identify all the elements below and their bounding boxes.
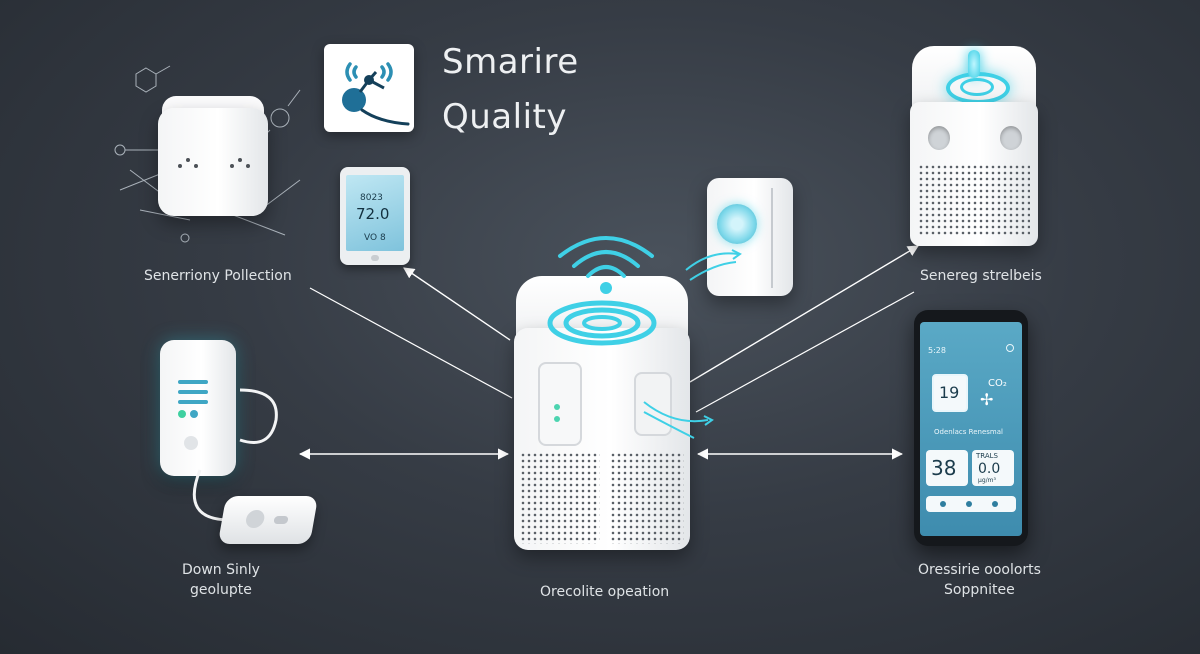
vent-dot — [194, 164, 198, 168]
phone-nav-dot — [940, 501, 946, 507]
phone-tile-trals-unit: µg/m³ — [978, 477, 996, 484]
station-glow-dot — [968, 50, 980, 78]
station-sensor-right — [1000, 126, 1022, 150]
tablet-reading-code: 8023 — [360, 193, 383, 203]
station-glow-ring-inner — [960, 78, 994, 96]
plug-body — [160, 340, 236, 476]
label-app-support-line1: Oressirie ooolorts — [918, 562, 1041, 578]
line-to-phone — [695, 291, 915, 413]
purifier-display-panel — [538, 362, 582, 446]
phone-tile-aqi-value: 19 — [939, 383, 960, 402]
phone-bottom-bar — [926, 496, 1016, 512]
label-sensor-collection: Senerriony Pollection — [144, 268, 292, 284]
purifier-led-1 — [554, 404, 560, 410]
wall-sensor-lens — [717, 204, 757, 244]
smartphone: 5:28 19 CO₂ ✢ Odenlacs Renesmal 38 TRALS… — [914, 310, 1028, 546]
phone-tile-pm: 38 — [926, 450, 968, 486]
page-title: Smarire — [442, 42, 579, 82]
tablet-device: 8023 72.0 VO 8 — [340, 167, 410, 265]
arrow-to-tablet — [403, 267, 511, 341]
vent-dot — [178, 164, 182, 168]
vent-dot — [246, 164, 250, 168]
label-sensor-stations: Senereg strelbeis — [920, 268, 1042, 284]
purifier-airflow-icon — [643, 401, 714, 439]
wall-sensor-seam — [771, 188, 773, 288]
vent-dot — [186, 158, 190, 162]
plug-bar-2 — [178, 390, 208, 394]
air-sensor-logo-icon — [342, 62, 410, 126]
plug-button — [184, 436, 198, 450]
plug-bar-1 — [178, 380, 208, 384]
wifi-signal-icon — [558, 236, 654, 294]
plug-led-1 — [178, 410, 186, 418]
plug-bar-3 — [178, 400, 208, 404]
phone-tile-aqi: 19 — [932, 374, 968, 412]
station-grille — [918, 164, 1030, 236]
phone-tile-trals-title: TRALS — [976, 452, 998, 460]
phone-co2-label: CO₂ — [988, 378, 1007, 389]
cable-graphic — [192, 388, 278, 522]
airflow-icon — [685, 249, 742, 281]
phone-nav-dot — [966, 501, 972, 507]
label-app-support-line2: Soppnitee — [944, 582, 1015, 598]
tablet-screen — [346, 175, 404, 251]
line-from-sensor-collection — [309, 287, 513, 399]
sensor-collection-device — [158, 96, 268, 218]
purifier-grille-left — [520, 452, 600, 544]
phone-section-title: Odenlacs Renesmal — [934, 428, 1003, 436]
purifier-led-2 — [554, 416, 560, 422]
app-logo — [324, 44, 414, 132]
plug-in-sensor — [160, 340, 240, 480]
puck-indicator — [273, 516, 289, 524]
central-air-purifier — [514, 276, 690, 550]
label-device-supply-line2: geolupte — [190, 582, 252, 598]
device-body — [158, 108, 268, 216]
phone-nav-dot — [992, 501, 998, 507]
vent-dot — [230, 164, 234, 168]
station-sensor-left — [928, 126, 950, 150]
vent-dot — [238, 158, 242, 162]
tablet-reading-value: 72.0 — [356, 205, 390, 223]
tablet-reading-sub: VO 8 — [364, 233, 386, 243]
purifier-grille-right — [610, 452, 684, 544]
phone-tile-trals-value: 0.0 — [978, 461, 1001, 477]
puck-button — [244, 510, 266, 528]
sensor-station-device — [910, 46, 1038, 246]
phone-search-icon — [1006, 344, 1014, 352]
phone-tile-pm-value: 38 — [931, 456, 957, 480]
page-subtitle: Quality — [442, 97, 567, 137]
arrow-to-sensor-station — [689, 245, 919, 383]
tablet-home-button — [371, 255, 379, 261]
label-central-operation: Orecolite opeation — [540, 584, 670, 600]
purifier-glow-rings-icon — [547, 300, 657, 346]
purifier-side-port — [634, 372, 672, 436]
plug-led-2 — [190, 410, 198, 418]
phone-status-time: 5:28 — [928, 346, 946, 355]
label-device-supply-line1: Down Sinly — [182, 562, 260, 578]
phone-tile-trals: TRALS 0.0 µg/m³ — [972, 450, 1014, 486]
phone-fan-icon: ✢ — [980, 390, 994, 409]
wall-sensor-device — [707, 178, 793, 296]
remote-sensor-puck — [217, 496, 319, 544]
